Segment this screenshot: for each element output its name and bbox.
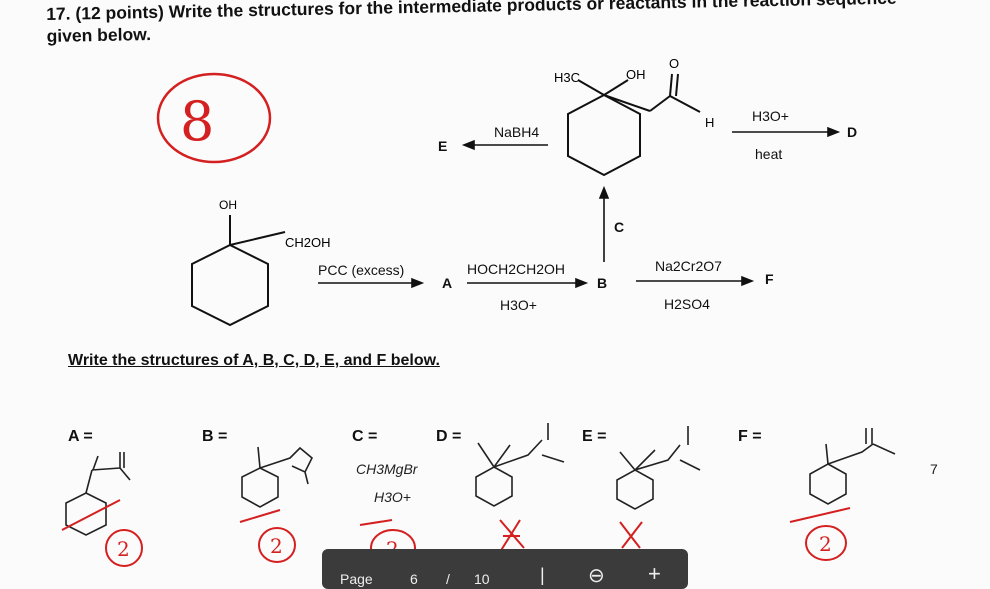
ethylene-glycol-label: HOCH2CH2OH — [467, 261, 566, 277]
answer-a-label: A = — [68, 428, 93, 445]
h3o-label-2: H3O+ — [752, 108, 789, 124]
reaction-arrows — [318, 126, 841, 289]
top-h-label: H — [705, 115, 714, 130]
zoom-out-icon[interactable]: ⊖ — [588, 565, 605, 587]
top-o-label: O — [669, 56, 679, 71]
h3o-label-1: H3O+ — [500, 297, 537, 313]
svg-text:2: 2 — [819, 532, 832, 556]
page-total: 10 — [474, 571, 490, 587]
svg-text:2: 2 — [117, 537, 130, 561]
compound-d-label: D — [847, 124, 858, 140]
score-value: 8 — [180, 90, 214, 153]
h3c-label: H3C — [554, 70, 580, 85]
compound-a-label: A — [442, 275, 453, 291]
start-oh-label: OH — [219, 198, 237, 212]
sulfuric-acid-label: H2SO4 — [664, 296, 710, 312]
score-circle-mark — [156, 72, 272, 164]
page-label: Page — [340, 571, 373, 587]
compound-e-label: E — [438, 138, 448, 154]
zoom-in-icon[interactable]: + — [648, 561, 661, 586]
svg-text:2: 2 — [270, 534, 283, 558]
grading-marks — [61, 499, 851, 567]
page-current[interactable]: 6 — [410, 571, 418, 587]
starting-material-structure — [191, 215, 286, 327]
pcc-label: PCC (excess) — [318, 262, 405, 278]
page-separator: / — [446, 571, 450, 587]
heat-label: heat — [755, 146, 783, 162]
trailing-mark: 7 — [930, 461, 938, 477]
dichromate-label: Na2Cr2O7 — [655, 258, 722, 274]
answer-c-label: C = — [352, 428, 378, 445]
top-oh-label: OH — [626, 67, 646, 82]
compound-c-label: C — [614, 219, 625, 235]
compound-b-label: B — [597, 275, 608, 291]
answer-sketches — [65, 423, 896, 536]
c-handwritten-workup: H3O+ — [374, 489, 411, 505]
answers-heading: Write the structures of A, B, C, D, E, a… — [68, 352, 440, 369]
compound-f-label: F — [765, 271, 774, 287]
c-handwritten-reagent: CH3MgBr — [356, 461, 419, 477]
divider-icon: | — [540, 565, 545, 585]
answer-d-label: D = — [436, 428, 462, 445]
start-ch2oh-label: CH2OH — [285, 235, 331, 250]
pdf-toolbar[interactable]: Page 6 / 10 | ⊖ + — [322, 549, 688, 589]
top-structure — [567, 73, 701, 177]
nabh4-label: NaBH4 — [494, 124, 540, 140]
answer-b-label: B = — [202, 428, 228, 445]
answer-f-label: F = — [738, 428, 762, 445]
answer-e-label: E = — [582, 428, 607, 445]
